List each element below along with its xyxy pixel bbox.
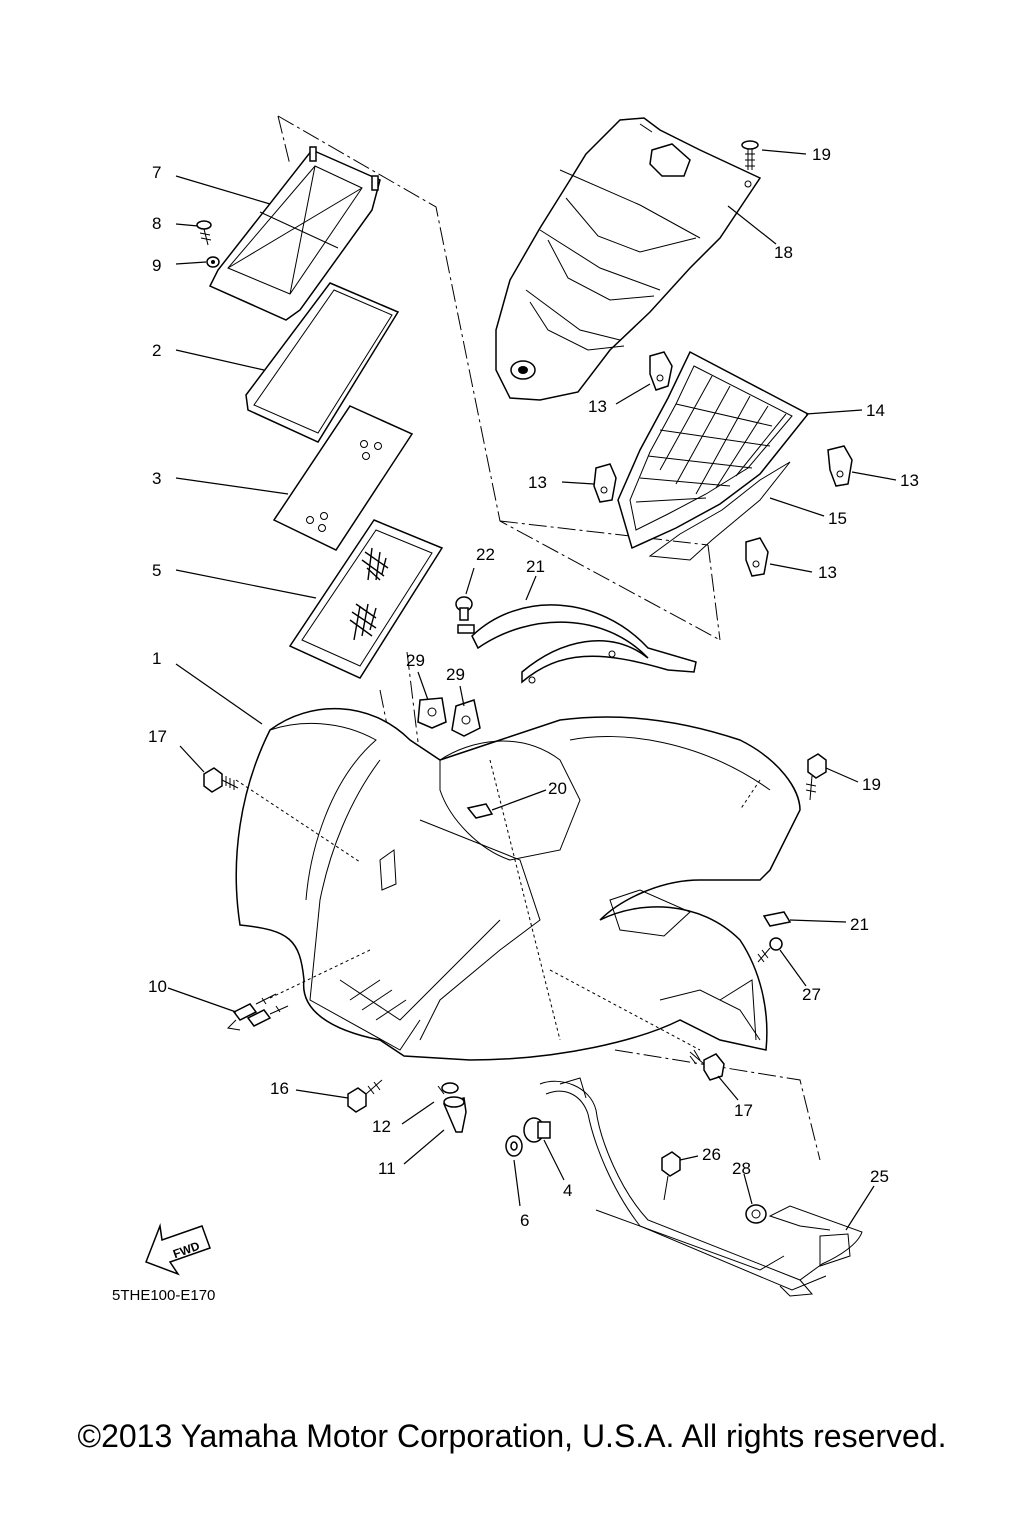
part-13-clip-c	[827, 445, 853, 487]
part-24-rivet	[455, 596, 475, 634]
callout-7: 7	[152, 163, 161, 182]
callout-29b: 29	[446, 665, 465, 684]
callout-15: 15	[828, 509, 847, 528]
part-1-front-fender	[235, 707, 801, 1061]
part-17-bolt-a	[203, 767, 239, 793]
drawing-code: 5THE100-E170	[112, 1287, 215, 1304]
callout-8: 8	[152, 214, 161, 233]
part-25-guard	[539, 1077, 863, 1297]
part-21-screw	[741, 140, 759, 188]
part-16-bolt	[347, 1079, 383, 1113]
part-9-washer	[206, 256, 220, 268]
callout-13c: 13	[900, 471, 919, 490]
part-12-ring	[437, 1082, 459, 1095]
callout-labels: 7 8 9 2 3 5 1 17 10 16 12 11 6 4 22 21 2…	[148, 145, 919, 1230]
callout-28: 28	[732, 1159, 751, 1178]
callout-1: 1	[152, 649, 161, 668]
callout-18: 19	[862, 775, 881, 794]
part-26-bolt	[661, 1151, 681, 1201]
part-14-grille	[617, 350, 810, 550]
part-5-filter-element	[288, 519, 444, 679]
part-20-front-panel	[495, 117, 762, 401]
copyright-notice: ©2013 Yamaha Motor Corporation, U.S.A. A…	[77, 1418, 947, 1454]
callout-10: 10	[148, 977, 167, 996]
part-29-damper-a	[417, 697, 447, 729]
callout-5: 5	[152, 561, 161, 580]
part-19-clip	[762, 911, 792, 927]
callout-22: 20	[548, 779, 567, 798]
callout-24: 22	[476, 545, 495, 564]
part-3-filter-sheet	[272, 405, 414, 551]
callout-21: 19	[812, 145, 831, 164]
callout-13a: 13	[588, 397, 607, 416]
callout-27: 27	[802, 985, 821, 1004]
callout-17a: 17	[148, 727, 167, 746]
callout-2: 2	[152, 341, 161, 360]
part-13-clip-d	[745, 537, 769, 577]
part-17-bolt-b	[689, 1049, 725, 1081]
part-10-connector	[226, 993, 289, 1031]
callout-13d: 13	[818, 563, 837, 582]
callout-19: 21	[850, 915, 869, 934]
callout-29a: 29	[406, 651, 425, 670]
part-7-filter-frame	[208, 146, 381, 321]
callout-17b: 17	[734, 1101, 753, 1120]
part-28-nut	[745, 1204, 767, 1224]
callout-16: 16	[270, 1079, 289, 1098]
callout-14: 14	[866, 401, 885, 420]
part-13-clip-b	[593, 463, 617, 503]
part-23-strap	[471, 604, 697, 684]
part-27-screw	[757, 937, 783, 963]
callout-23: 21	[526, 557, 545, 576]
part-8-screw	[196, 220, 212, 246]
callout-12: 12	[372, 1117, 391, 1136]
callout-4: 4	[563, 1181, 572, 1200]
callout-20: 18	[774, 243, 793, 262]
callout-6: 6	[520, 1211, 529, 1230]
part-15-grille-sheet	[648, 461, 791, 561]
part-11-cap	[442, 1096, 467, 1133]
callout-9: 9	[152, 256, 161, 275]
leader-lines	[167, 149, 897, 1231]
callout-11: 11	[378, 1159, 396, 1178]
callout-25: 25	[870, 1167, 889, 1186]
callout-13b: 13	[528, 473, 547, 492]
fwd-arrow-icon: FWD	[145, 1223, 211, 1276]
part-4-collar	[523, 1117, 551, 1143]
part-29-damper-b	[451, 699, 481, 737]
part-18-bolt	[805, 753, 827, 801]
part-2-filter-pad	[245, 282, 400, 443]
part-13-clip-a	[649, 351, 673, 391]
part-6-grommet	[505, 1135, 523, 1157]
part-22-clip	[466, 803, 494, 819]
callout-26: 26	[702, 1145, 721, 1164]
callout-3: 3	[152, 469, 161, 488]
